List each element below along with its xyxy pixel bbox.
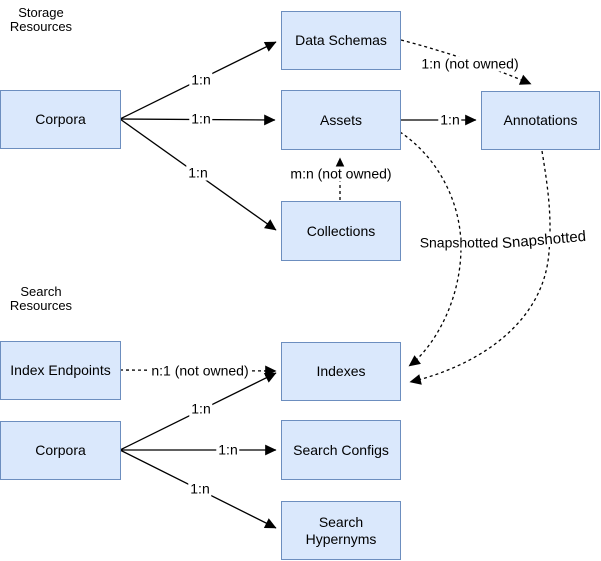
node-label: Annotations (503, 112, 578, 128)
edge-label-data-schemas-annotations: 1:n (not owned) (419, 55, 521, 72)
node-label: Data Schemas (295, 32, 387, 48)
node-label: Corpora (35, 111, 86, 127)
edge-label-assets-annotations: 1:n (438, 111, 462, 128)
edge-label-snapshotted-assets: Snapshotted (417, 234, 501, 251)
edge-annotations-to-indexes (409, 150, 551, 385)
node-indexes: Indexes (281, 342, 401, 401)
edge-label-collections-assets: m:n (not owned) (288, 165, 394, 182)
node-corpora-storage: Corpora (0, 90, 121, 149)
node-label: Search Hypernyms (305, 513, 377, 547)
node-assets: Assets (281, 90, 401, 150)
node-label: Search Configs (293, 441, 389, 458)
node-index-endpoints: Index Endpoints (0, 341, 121, 400)
node-data-schemas: Data Schemas (281, 11, 401, 70)
node-label: Index Endpoints (10, 362, 111, 378)
node-search-configs: Search Configs (281, 420, 401, 480)
node-corpora-search: Corpora (0, 421, 121, 480)
node-collections: Collections (281, 201, 401, 261)
edge-label-index-endpoints-indexes: n:1 (not owned) (149, 362, 251, 379)
node-search-hypernyms: Search Hypernyms (281, 501, 401, 560)
node-annotations: Annotations (481, 91, 600, 150)
edge-label-corpora-collections: 1:n (186, 164, 210, 181)
edge-data-schemas-to-annotations (400, 39, 532, 85)
node-label: Indexes (316, 363, 366, 379)
edge-label-corpora-search-hypernyms: 1:n (188, 480, 212, 497)
storage-resources-label: Storage Resources (9, 5, 73, 34)
node-label: Corpora (35, 442, 86, 458)
edge-label-corpora-assets: 1:n (189, 110, 213, 127)
edge-label-corpora-data-schemas: 1:n (189, 71, 213, 88)
node-label: Assets (319, 111, 362, 128)
node-label: Collections (306, 222, 376, 239)
edge-label-corpora-search-configs: 1:n (216, 441, 240, 458)
edge-label-corpora-indexes: 1:n (189, 400, 213, 417)
search-resources-label: Search Resources (9, 284, 73, 313)
